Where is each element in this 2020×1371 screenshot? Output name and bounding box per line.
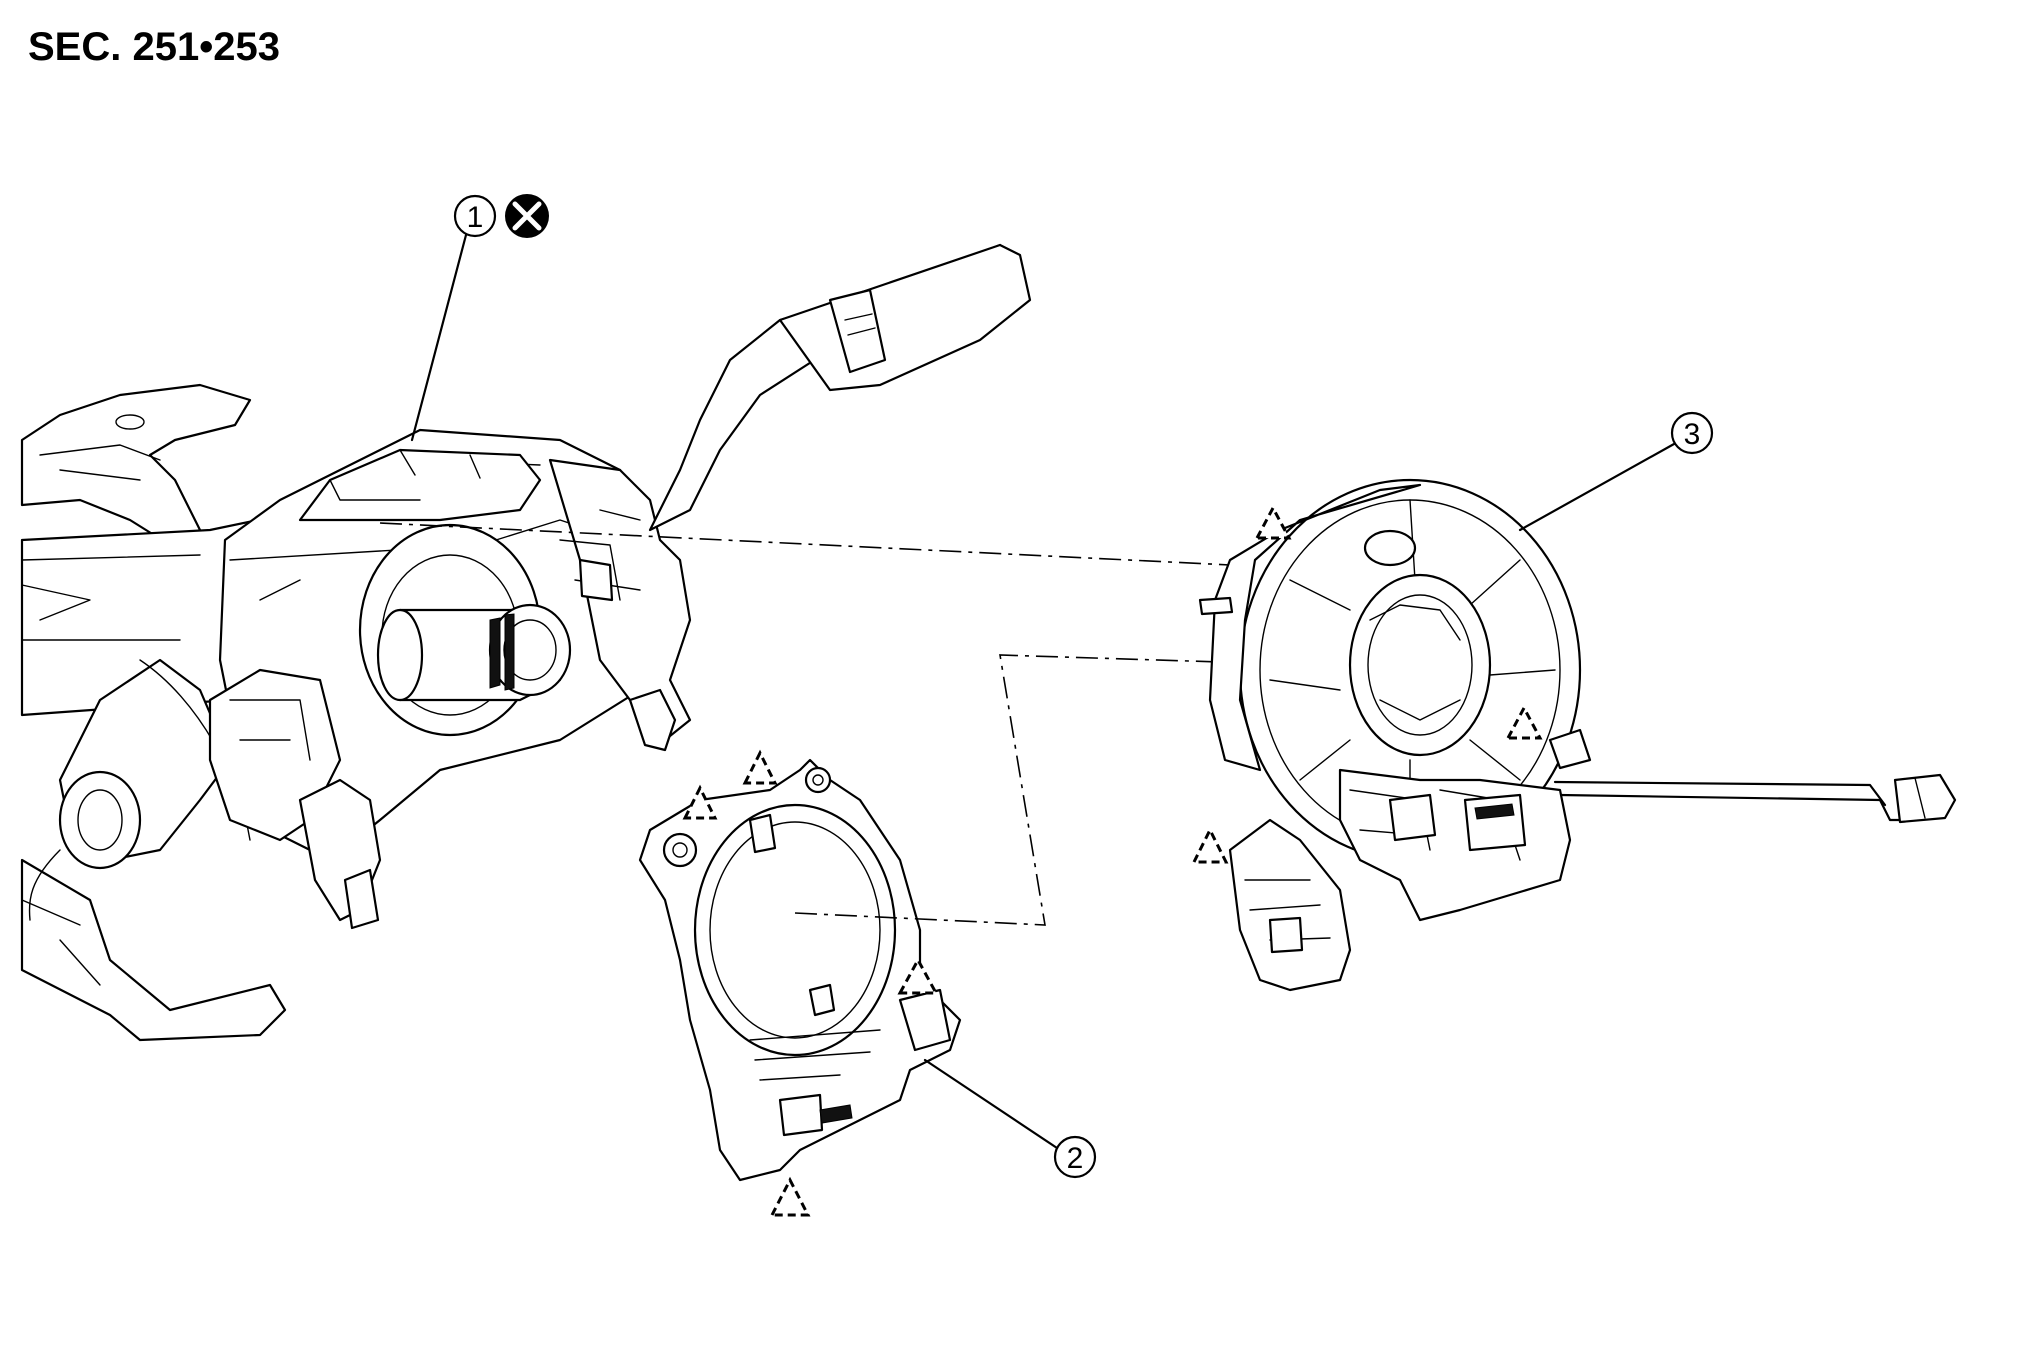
dashed-triangle-icon: [1254, 504, 1292, 540]
steering-angle-sensor: [638, 654, 1221, 1182]
dashed-triangle-icon: [769, 1176, 811, 1217]
section-title: SEC. 251•253: [28, 25, 280, 69]
note-markers: [682, 504, 1543, 1217]
callout-number: 3: [1684, 418, 1701, 451]
callout-number: 1: [467, 201, 484, 234]
callout-2: 2: [923, 1058, 1097, 1179]
spiral-cable: [1198, 478, 1957, 992]
callout-3: 3: [1518, 411, 1714, 532]
callout-1: 1: [410, 194, 549, 442]
dashed-triangle-icon: [682, 784, 718, 820]
dashed-triangle-icon: [1191, 826, 1229, 864]
dashed-triangle-icon: [742, 749, 778, 785]
dashed-triangle-icon: [897, 956, 939, 995]
x-in-black-circle-icon: [505, 194, 549, 238]
callout-number: 2: [1067, 1142, 1084, 1175]
steering-column-assembly: [20, 243, 1231, 1042]
dashed-triangle-icon: [1505, 704, 1543, 740]
